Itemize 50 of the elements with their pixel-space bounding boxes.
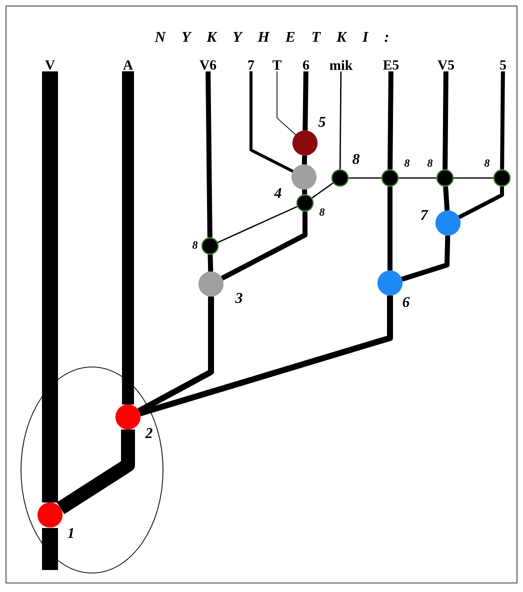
- leaf-label: V6: [200, 60, 216, 70]
- branch-line: [442, 71, 448, 170]
- branch-line: [302, 155, 308, 165]
- branch-line: [42, 71, 58, 502]
- branch-line: [208, 254, 214, 272]
- node-number: 8: [319, 208, 325, 216]
- node-number: 8: [352, 154, 360, 164]
- leaf-label: 7: [248, 60, 254, 70]
- branch-line: [138, 296, 214, 414]
- leaf-label: T: [272, 60, 282, 70]
- leaf-label: E5: [383, 60, 399, 70]
- branch-line: [458, 186, 504, 220]
- branch-line: [388, 71, 394, 170]
- branch-line: [443, 186, 450, 211]
- branch-line: [56, 430, 135, 514]
- branch-line: [302, 71, 308, 131]
- node-number: 2: [145, 428, 152, 438]
- node-number: 7: [420, 210, 428, 220]
- node-number: 5: [318, 117, 326, 127]
- node-number: 8: [404, 159, 410, 167]
- branch-line: [348, 177, 382, 179]
- branch-line: [454, 177, 494, 179]
- branch-line: [218, 206, 298, 244]
- branch-line: [500, 71, 505, 170]
- branch-line: [250, 71, 294, 173]
- branch-line: [302, 189, 308, 195]
- branch-line: [388, 186, 392, 270]
- node-number: 8: [484, 159, 490, 167]
- title: N Y K Y H E T K I :: [154, 32, 388, 42]
- node-number: 8: [427, 159, 433, 167]
- leaf-label: V5: [438, 60, 454, 70]
- branch-line: [206, 71, 212, 238]
- node-number: 8: [192, 241, 198, 249]
- branch-line: [220, 212, 308, 280]
- leaf-label: mik: [330, 60, 353, 70]
- leaf-label: V: [45, 60, 55, 70]
- leaf-label: 6: [303, 60, 310, 70]
- branch-line: [122, 71, 134, 404]
- branch-line: [401, 235, 450, 282]
- node-number: 4: [274, 188, 282, 198]
- branch-line: [139, 296, 393, 416]
- node-number: 3: [235, 292, 242, 304]
- branch-line: [339, 72, 342, 170]
- branch-line: [276, 70, 296, 136]
- node-number: 1: [68, 528, 74, 538]
- branch-line: [398, 177, 436, 179]
- leaf-label: 5: [500, 60, 506, 70]
- node-number: 6: [402, 296, 410, 308]
- leaf-label: A: [123, 60, 133, 70]
- branch-line: [312, 182, 334, 199]
